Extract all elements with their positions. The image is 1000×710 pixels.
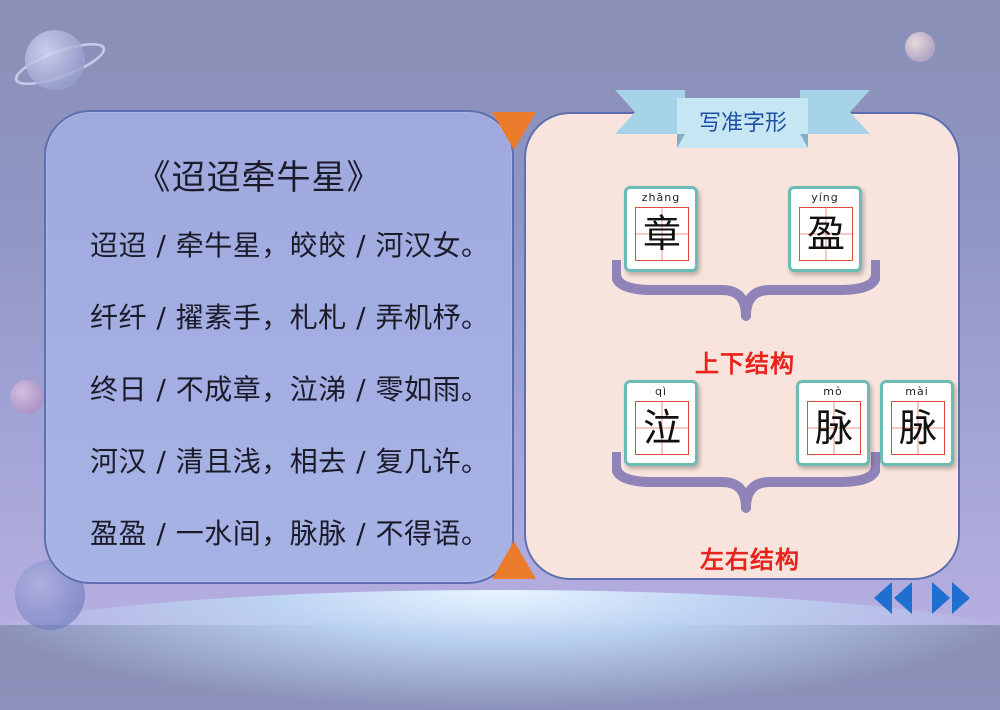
char-mai: 脉	[898, 406, 937, 450]
char-card-zhang: zhāng 章	[624, 186, 698, 272]
poem-line-4: 河汉 / 清且浅，相去 / 复几许。	[90, 445, 490, 478]
double-chevron-right-icon[interactable]	[930, 580, 972, 616]
bubble-decoration	[10, 380, 44, 414]
panel-heading: 写准字形	[698, 111, 787, 136]
label-top-bottom-structure: 上下结构	[695, 350, 795, 378]
label-left-right-structure: 左右结构	[700, 546, 800, 574]
char-card-mo: mò 脉	[796, 380, 870, 466]
char-qi: 泣	[642, 406, 681, 450]
slide: 《迢迢牵牛星》 迢迢 / 牵牛星，皎皎 / 河汉女。 纤纤 / 擢素手，札札 /…	[0, 30, 1000, 710]
poem-line-5: 盈盈 / 一水间，脉脉 / 不得语。	[90, 517, 490, 550]
pinyin-qi: qì	[654, 385, 668, 398]
brace-group-2	[612, 452, 880, 513]
double-chevron-left-icon[interactable]	[872, 580, 914, 616]
tianzige-grid: 盈	[799, 207, 853, 261]
pinyin-zhang: zhāng	[641, 191, 681, 204]
char-ying: 盈	[806, 212, 845, 256]
poem-title: 《迢迢牵牛星》	[136, 158, 382, 198]
char-mo: 脉	[814, 406, 853, 450]
horizon-glow	[0, 590, 1000, 710]
pinyin-mo: mò	[823, 385, 843, 398]
planet-decoration	[25, 30, 85, 90]
char-zhang: 章	[642, 212, 681, 256]
tianzige-grid: 脉	[807, 401, 861, 455]
tianzige-grid: 脉	[891, 401, 945, 455]
poem-line-3: 终日 / 不成章，泣涕 / 零如雨。	[90, 373, 490, 406]
char-card-qi: qì 泣	[624, 380, 698, 466]
brace-group-1	[612, 260, 880, 321]
pinyin-ying: yíng	[811, 191, 839, 204]
ribbon-banner	[615, 90, 870, 148]
small-planet-decoration	[905, 32, 935, 62]
char-card-mai: mài 脉	[880, 380, 954, 466]
poem-line-1: 迢迢 / 牵牛星，皎皎 / 河汉女。	[90, 229, 490, 262]
tianzige-grid: 章	[635, 207, 689, 261]
poem-line-2: 纤纤 / 擢素手，札札 / 弄机杼。	[90, 301, 490, 334]
char-card-ying: yíng 盈	[788, 186, 862, 272]
pinyin-mai: mài	[905, 385, 929, 398]
tianzige-grid: 泣	[635, 401, 689, 455]
poem-panel: 《迢迢牵牛星》 迢迢 / 牵牛星，皎皎 / 河汉女。 纤纤 / 擢素手，札札 /…	[44, 110, 514, 584]
